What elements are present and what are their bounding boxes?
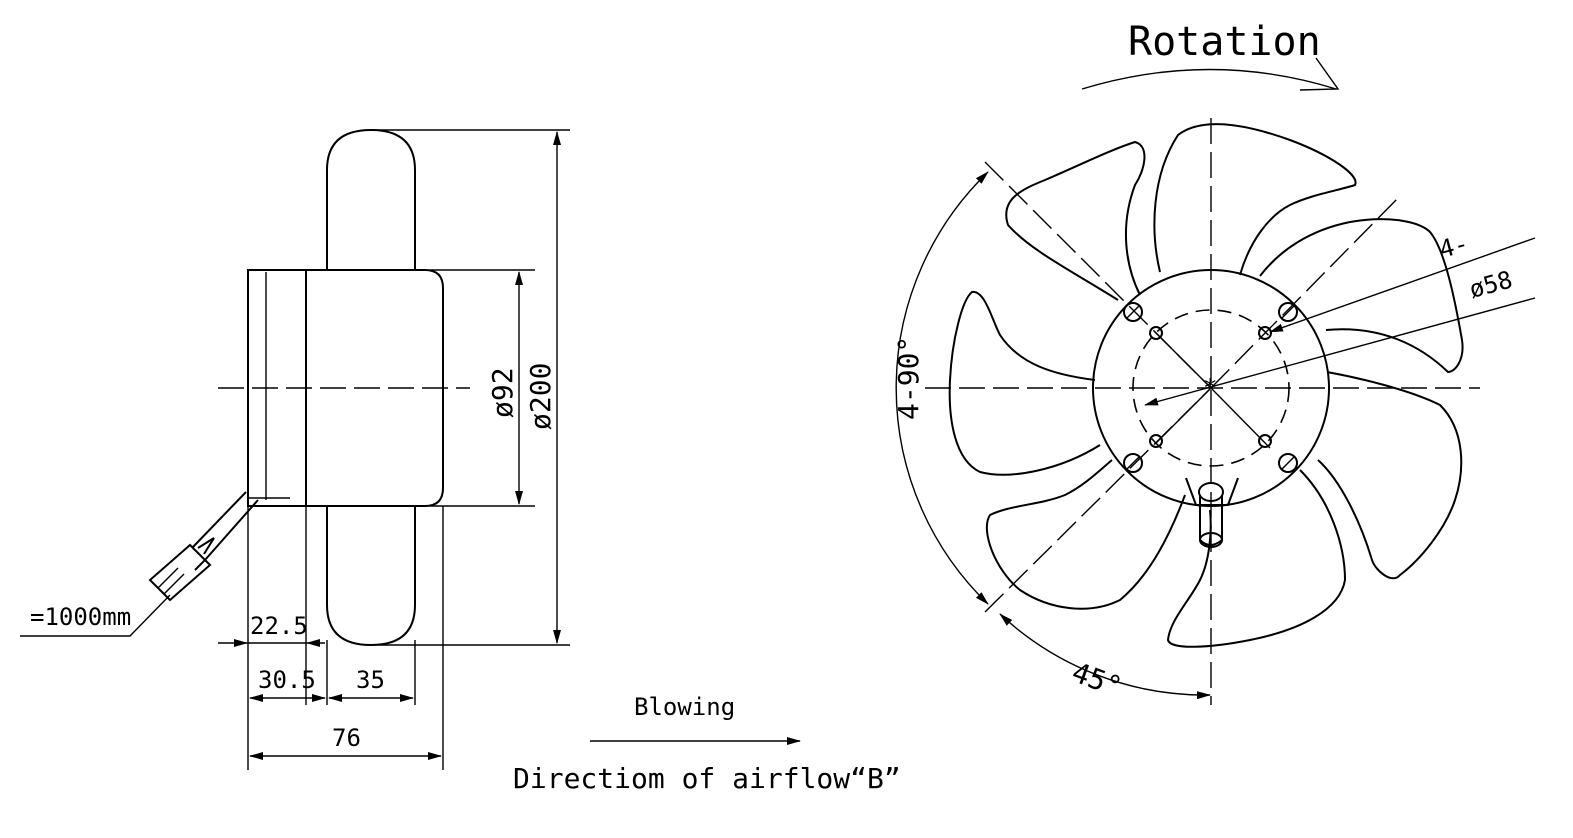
dim-92-label: ø92 <box>486 367 519 418</box>
dim-holes-label: 4- <box>1436 229 1471 264</box>
angle-arc-45 <box>999 613 1211 700</box>
inner-diag-b <box>1154 387 1212 445</box>
blade-5 <box>1166 469 1347 648</box>
screw-1 <box>1123 302 1143 322</box>
dim-35-label: 35 <box>356 666 385 694</box>
rotation-arc <box>1081 68 1337 90</box>
front-diag-3 <box>984 387 1212 613</box>
centre-mark: * <box>1203 374 1217 402</box>
side-view: =1000mm ø200 ø92 22.5 30.5 35 76 <box>20 128 570 770</box>
screw-2 <box>1278 302 1298 322</box>
blade-1 <box>1005 140 1146 301</box>
blade-7 <box>948 291 1101 476</box>
cable <box>148 491 259 602</box>
hole-2 <box>1258 326 1272 340</box>
hole-4 <box>1258 434 1272 448</box>
inner-diag-a <box>1154 331 1212 389</box>
blade-3 <box>1259 218 1464 374</box>
blade-4 <box>1317 371 1463 580</box>
upper-blade-profile <box>326 128 416 270</box>
angle-45-label: 45° <box>1068 656 1127 704</box>
airflow-direction-label: Directiom of airflow“B” <box>513 762 901 795</box>
blade-6 <box>985 459 1186 610</box>
front-diag-4 <box>1210 387 1271 449</box>
dim-58-leader <box>1144 297 1536 406</box>
front-diag-1 <box>984 161 1212 389</box>
dim-22-5-arrow-right <box>306 639 320 647</box>
dim-76-label: 76 <box>332 724 361 752</box>
cable-length-label: =1000mm <box>30 603 131 631</box>
screw-3 <box>1123 453 1143 473</box>
dim-200-label: ø200 <box>524 363 557 430</box>
hub-screws <box>1123 302 1298 473</box>
motor-body <box>305 269 444 507</box>
blowing-label: Blowing <box>634 693 735 721</box>
angle-90-label: 4-90° <box>892 336 925 420</box>
front-view: Rotation <box>892 19 1536 705</box>
cable-outlet <box>1185 477 1239 548</box>
rotation-label: Rotation <box>1128 19 1321 65</box>
lower-blade-profile <box>326 506 416 647</box>
screw-4 <box>1278 453 1298 473</box>
hole-3 <box>1149 434 1163 448</box>
hole-1 <box>1149 326 1163 340</box>
cable-leader <box>20 594 171 637</box>
dim-22-5-arrow-left <box>234 639 248 647</box>
dim-58-label: ø58 <box>1466 266 1515 304</box>
dim-22-5-label: 22.5 <box>250 612 308 640</box>
front-diag-2 <box>1210 195 1401 389</box>
dim-30-5-label: 30.5 <box>258 666 316 694</box>
rotation-arrowhead <box>1299 57 1340 91</box>
fan-blades <box>948 123 1464 648</box>
blade-2 <box>1153 123 1357 276</box>
mounting-holes <box>1149 326 1272 448</box>
airflow-indicator: Blowing Directiom of airflow“B” <box>513 693 901 795</box>
dim-holes-leader <box>1269 237 1536 333</box>
angle-arc-90 <box>895 171 989 605</box>
